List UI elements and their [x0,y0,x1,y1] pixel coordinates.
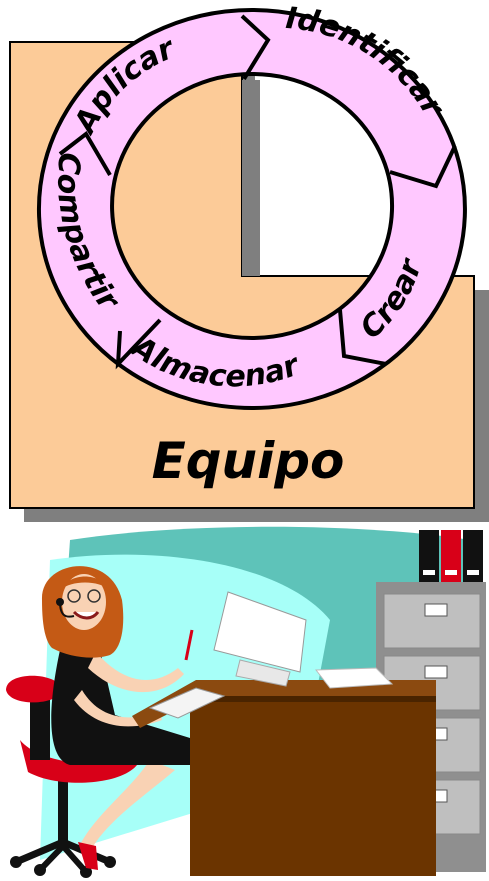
binders [419,530,483,582]
office-chair [6,675,140,878]
cycle-dividers [58,14,457,370]
inner-square-shadow [242,80,260,276]
team-label: Equipo [152,432,345,490]
computer [148,591,394,719]
team-panel: Equipo [9,41,489,522]
office-desk [132,680,436,876]
office-clipart [6,526,486,878]
cycle-ring [36,8,467,410]
woman-figure [41,566,194,870]
